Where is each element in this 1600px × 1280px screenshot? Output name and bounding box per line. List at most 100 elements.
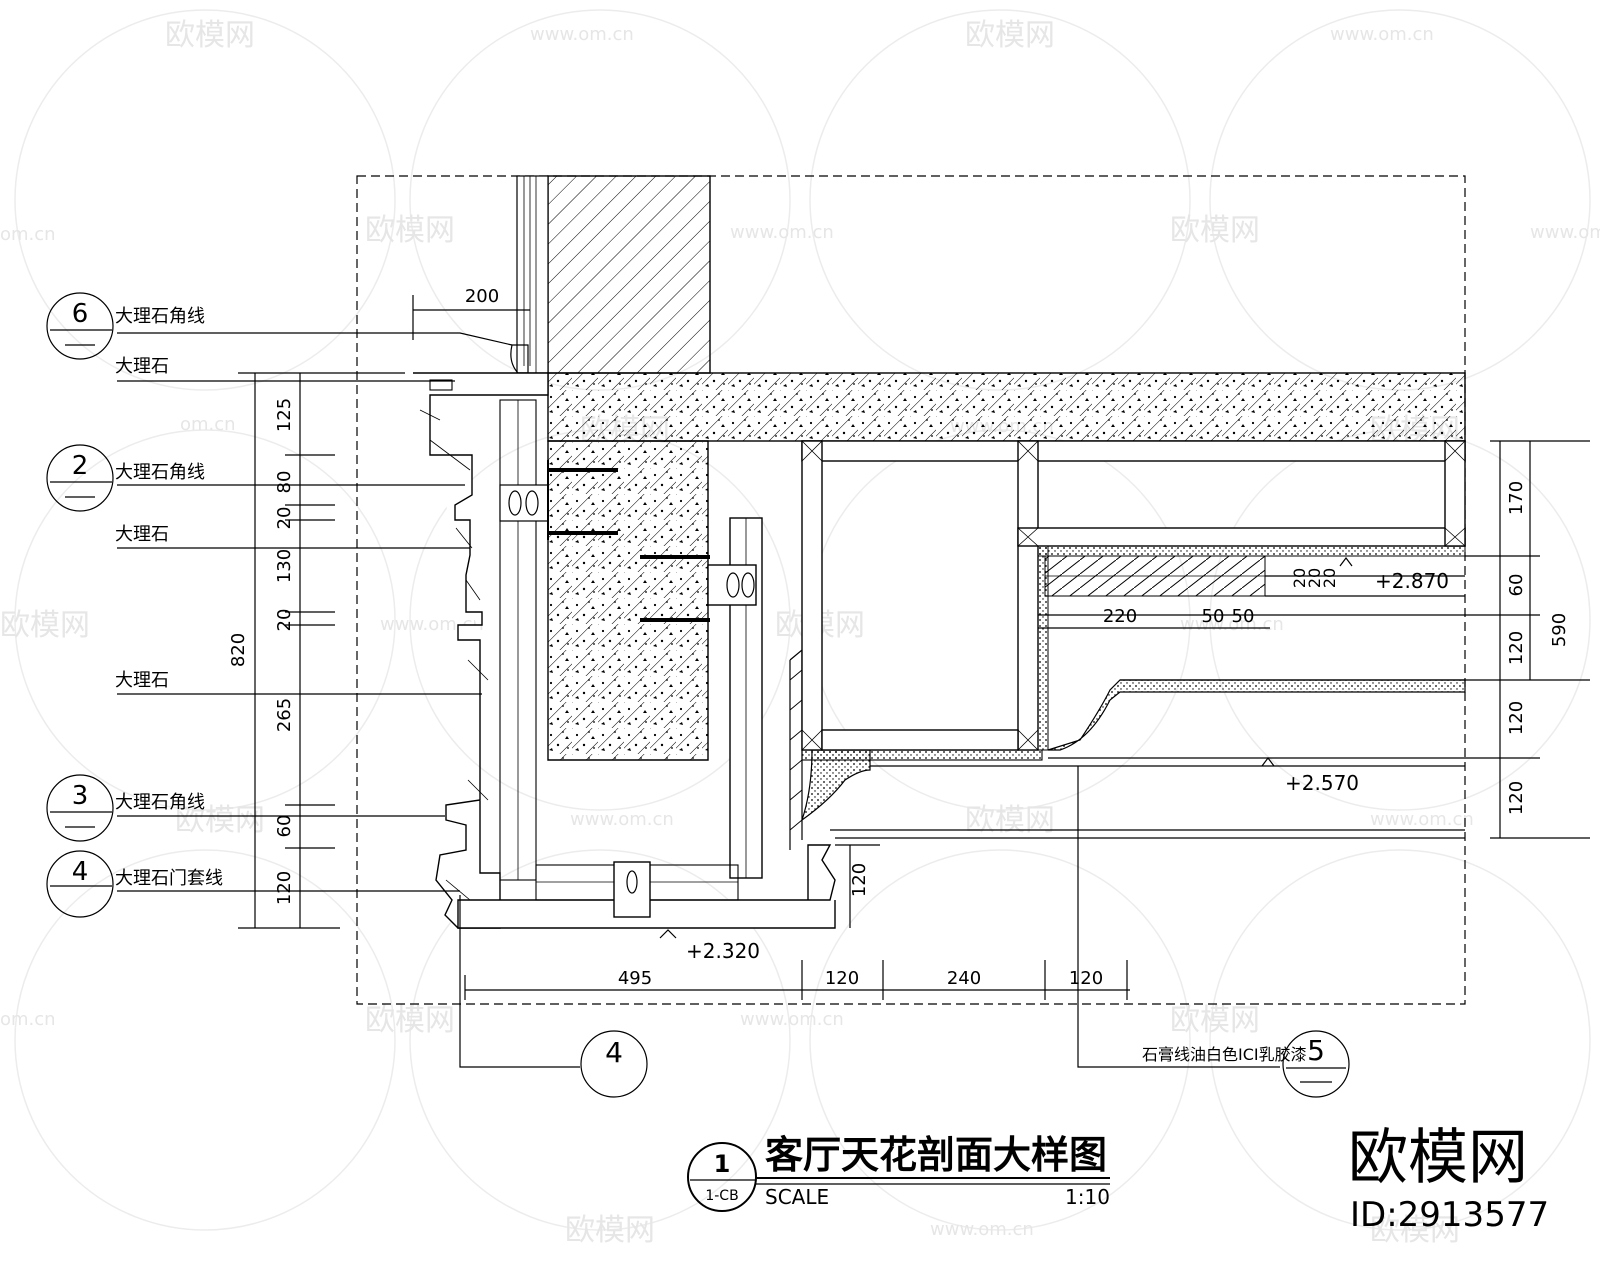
callout-bottom-4: 4 <box>580 1030 648 1098</box>
watermark-brand: 欧模网 <box>175 803 265 838</box>
dim-bottom-120b: 120 <box>1069 968 1103 989</box>
scale-value: 1:10 <box>1065 1185 1110 1209</box>
dim-bottom-120a: 120 <box>825 968 859 989</box>
leader-lines <box>117 332 1280 1068</box>
level-markers: +2.870 +2.570 +2.320 <box>686 569 1449 963</box>
dim-left-20: 20 <box>274 507 295 530</box>
watermark-short: om.cn <box>0 224 56 245</box>
dim-left-80: 80 <box>274 471 295 494</box>
watermark-brand: 欧模网 <box>0 608 90 643</box>
dimension-right: 590 170 60 120 120 120 <box>1465 440 1590 839</box>
callout-group: 6 大理石角线 大理石 2 大理石角线 大理石 大理石 3 大理石角线 4 <box>46 292 1350 1098</box>
dim-left-total: 820 <box>228 633 249 667</box>
marble-cladding <box>413 372 549 929</box>
dim-misc-20b: 20 <box>1305 568 1324 588</box>
timber-frame <box>801 440 1466 751</box>
svg-text:2: 2 <box>72 451 89 481</box>
watermark-url: www.om.cn <box>930 1219 1034 1240</box>
callout-3: 3 大理石角线 <box>46 774 205 842</box>
dim-left-120: 120 <box>274 871 295 905</box>
dim-misc-120: 120 <box>849 863 870 897</box>
watermark-url: www.om.cn <box>1370 809 1474 830</box>
callout-2-label: 大理石角线 <box>115 462 205 483</box>
watermark-url: www.om.cn <box>570 809 674 830</box>
watermark-brand: 欧模网 <box>165 18 255 53</box>
dim-top-200: 200 <box>465 286 499 307</box>
watermark-short: om.cn <box>0 1009 56 1030</box>
watermark-layer: 欧模网 www.om.cn 欧模网 www.om.cn om.cn 欧模网 ww… <box>0 9 1600 1248</box>
callout-marble-label: 大理石 <box>115 524 169 545</box>
callout-4: 4 大理石门套线 <box>46 850 223 918</box>
watermark-url: www.om.cn <box>730 222 834 243</box>
callout-marble-1: 大理石 <box>115 356 169 377</box>
bottom-soffit <box>457 648 836 929</box>
callout-2: 2 大理石角线 <box>46 444 205 512</box>
dimension-bottom: 495 120 240 120 <box>464 960 1130 1000</box>
title-symbol-ref: 1-CB <box>705 1188 738 1204</box>
svg-text:3: 3 <box>72 781 89 811</box>
level-2870: +2.870 <box>1375 569 1449 593</box>
dim-misc-50b: 50 <box>1232 606 1255 627</box>
dim-left-130: 130 <box>274 549 295 583</box>
watermark-brand: 欧模网 <box>365 1003 455 1038</box>
watermark-url: www.om.cn <box>740 1009 844 1030</box>
dim-left-265: 265 <box>274 698 295 732</box>
level-2570: +2.570 <box>1285 771 1359 795</box>
dimension-left: 820 125 80 20 130 20 265 60 120 <box>228 372 405 929</box>
watermark-brand: 欧模网 <box>565 1213 655 1248</box>
dimension-interior: 20 20 20 220 50 50 120 <box>835 568 1339 928</box>
callout-6-label: 大理石角线 <box>115 306 205 327</box>
watermark-brand: 欧模网 <box>1370 1213 1460 1248</box>
watermark-brand: 欧模网 <box>965 18 1055 53</box>
dim-misc-20a: 20 <box>1290 568 1309 588</box>
gypsum-molding-lower <box>800 749 1043 822</box>
site-brand: 欧模网 ID:2913577 <box>1348 1123 1549 1235</box>
callout-3-label: 大理石角线 <box>115 792 205 813</box>
dim-misc-220: 220 <box>1103 606 1137 627</box>
watermark-brand: 欧模网 <box>1170 213 1260 248</box>
callout-4-label: 大理石门套线 <box>115 868 223 889</box>
watermark-url: www.om.cn <box>1180 614 1284 635</box>
watermark-brand: 欧模网 <box>965 803 1055 838</box>
drawing-title: 客厅天花剖面大样图 <box>765 1133 1107 1177</box>
dim-bottom-495: 495 <box>618 968 652 989</box>
dimension-top: 200 <box>412 286 530 340</box>
svg-text:5: 5 <box>1307 1034 1325 1067</box>
svg-text:4: 4 <box>72 857 89 887</box>
title-symbol-number: 1 <box>714 1150 731 1178</box>
dim-left-125: 125 <box>274 398 295 432</box>
callout-5-label: 石膏线油白色ICI乳胶漆 <box>1142 1045 1307 1064</box>
dim-left-60: 60 <box>274 815 295 838</box>
watermark-url: www.om.cn <box>530 24 634 45</box>
callout-6: 6 大理石角线 <box>46 292 205 360</box>
dim-right-120b: 120 <box>1506 701 1527 735</box>
watermark-url: www.om.cn <box>1530 222 1600 243</box>
upper-wall <box>510 175 711 374</box>
timber-post <box>707 517 763 879</box>
site-logo: 欧模网 <box>1348 1123 1528 1193</box>
callout-marble-label: 大理石 <box>115 356 169 377</box>
level-2320: +2.320 <box>686 939 760 963</box>
dim-right-120a: 120 <box>1506 631 1527 665</box>
dim-misc-20c: 20 <box>1320 568 1339 588</box>
dim-right-60: 60 <box>1506 574 1527 597</box>
watermark-brand: 欧模网 <box>1170 1003 1260 1038</box>
dim-right-120c: 120 <box>1506 781 1527 815</box>
callout-marble-2: 大理石 <box>115 524 169 545</box>
dim-right-170: 170 <box>1506 481 1527 515</box>
callout-bottom-5: 5 石膏线油白色ICI乳胶漆 <box>1142 1030 1350 1098</box>
upper-ceiling-boards <box>659 545 1466 939</box>
steel-anchors <box>547 460 710 622</box>
callout-marble-3: 大理石 <box>115 670 169 691</box>
dim-right-total: 590 <box>1549 613 1570 647</box>
site-id: ID:2913577 <box>1350 1195 1549 1235</box>
callout-marble-label: 大理石 <box>115 670 169 691</box>
dim-misc-50a: 50 <box>1202 606 1225 627</box>
svg-text:4: 4 <box>605 1036 623 1069</box>
detail-boundary <box>356 175 1466 1005</box>
dim-bottom-240: 240 <box>947 968 981 989</box>
watermark-brand: 欧模网 <box>365 213 455 248</box>
title-block: 1 1-CB 客厅天花剖面大样图 SCALE 1:10 <box>687 1133 1110 1212</box>
scale-label: SCALE <box>765 1185 829 1209</box>
